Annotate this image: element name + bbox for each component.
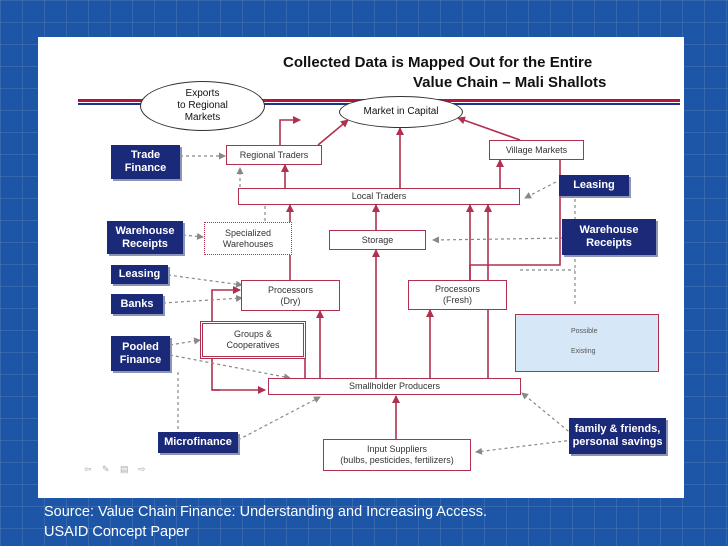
- finance-leasing-right: Leasing: [559, 175, 629, 196]
- node-local-traders: Local Traders: [238, 188, 520, 205]
- link-microfinance: [237, 396, 321, 441]
- finance-pooled-finance: Pooled Finance: [111, 336, 170, 371]
- flow-regional-to-exports: [279, 116, 301, 145]
- node-smallholder-producers: Smallholder Producers: [268, 378, 521, 395]
- flow-fresh-right: [469, 140, 561, 280]
- link-warehouse-left: [182, 232, 204, 240]
- legend: [515, 314, 659, 372]
- node-specialized-warehouses: Specialized Warehouses: [204, 222, 292, 255]
- slide-menu-icon[interactable]: ▤: [120, 464, 129, 474]
- node-input-suppliers: Input Suppliers (bulbs, pesticides, fert…: [323, 439, 471, 471]
- link-pooled-producers: [169, 354, 291, 381]
- source-line1: Source: Value Chain Finance: Understandi…: [44, 504, 488, 520]
- legend-existing-label: Existing: [571, 348, 596, 355]
- legend-possible-label: Possible: [571, 328, 598, 335]
- finance-warehouse-receipts-right: Warehouse Receipts: [562, 219, 656, 255]
- source-caption: Source: Value Chain Finance: Understandi…: [44, 502, 487, 542]
- finance-banks: Banks: [111, 294, 163, 314]
- diagram-title-line2: Value Chain – Mali Shallots: [413, 74, 607, 91]
- node-groups-cooperatives: Groups & Cooperatives: [200, 321, 306, 359]
- flow-groups-to-proc-dry: [211, 286, 241, 322]
- link-warehouse-right: [432, 236, 571, 244]
- source-line2: USAID Concept Paper: [44, 524, 190, 540]
- diagram-title-line1: Collected Data is Mapped Out for the Ent…: [283, 54, 593, 71]
- slide-pen-icon[interactable]: ✎: [102, 464, 110, 474]
- flow-village-to-capital: [457, 116, 521, 141]
- node-processors-dry: Processors (Dry): [241, 280, 340, 311]
- node-exports: Exports to Regional Markets: [140, 81, 265, 131]
- node-storage: Storage: [329, 230, 426, 250]
- finance-trade-finance: Trade Finance: [111, 145, 180, 179]
- link-leasing-left: [167, 274, 243, 288]
- slide-next-icon[interactable]: ⇨: [138, 464, 146, 474]
- finance-family-friends: family & friends, personal savings: [569, 418, 666, 454]
- finance-warehouse-receipts-left: Warehouse Receipts: [107, 221, 183, 254]
- link-family-producers: [521, 392, 574, 436]
- flow-regional-to-capital: [317, 119, 349, 146]
- node-regional-traders: Regional Traders: [226, 145, 322, 165]
- slide-prev-icon[interactable]: ⇦: [84, 464, 92, 474]
- node-processors-fresh: Processors (Fresh): [408, 280, 507, 310]
- link-banks: [162, 294, 243, 304]
- link-family-input: [475, 439, 574, 455]
- link-leasing-right: [524, 181, 557, 199]
- link-pooled-groups: [169, 337, 201, 346]
- node-market-in-capital: Market in Capital: [339, 96, 463, 128]
- finance-microfinance: Microfinance: [158, 432, 238, 453]
- node-village-markets: Village Markets: [489, 140, 584, 160]
- finance-leasing-left: Leasing: [111, 265, 168, 284]
